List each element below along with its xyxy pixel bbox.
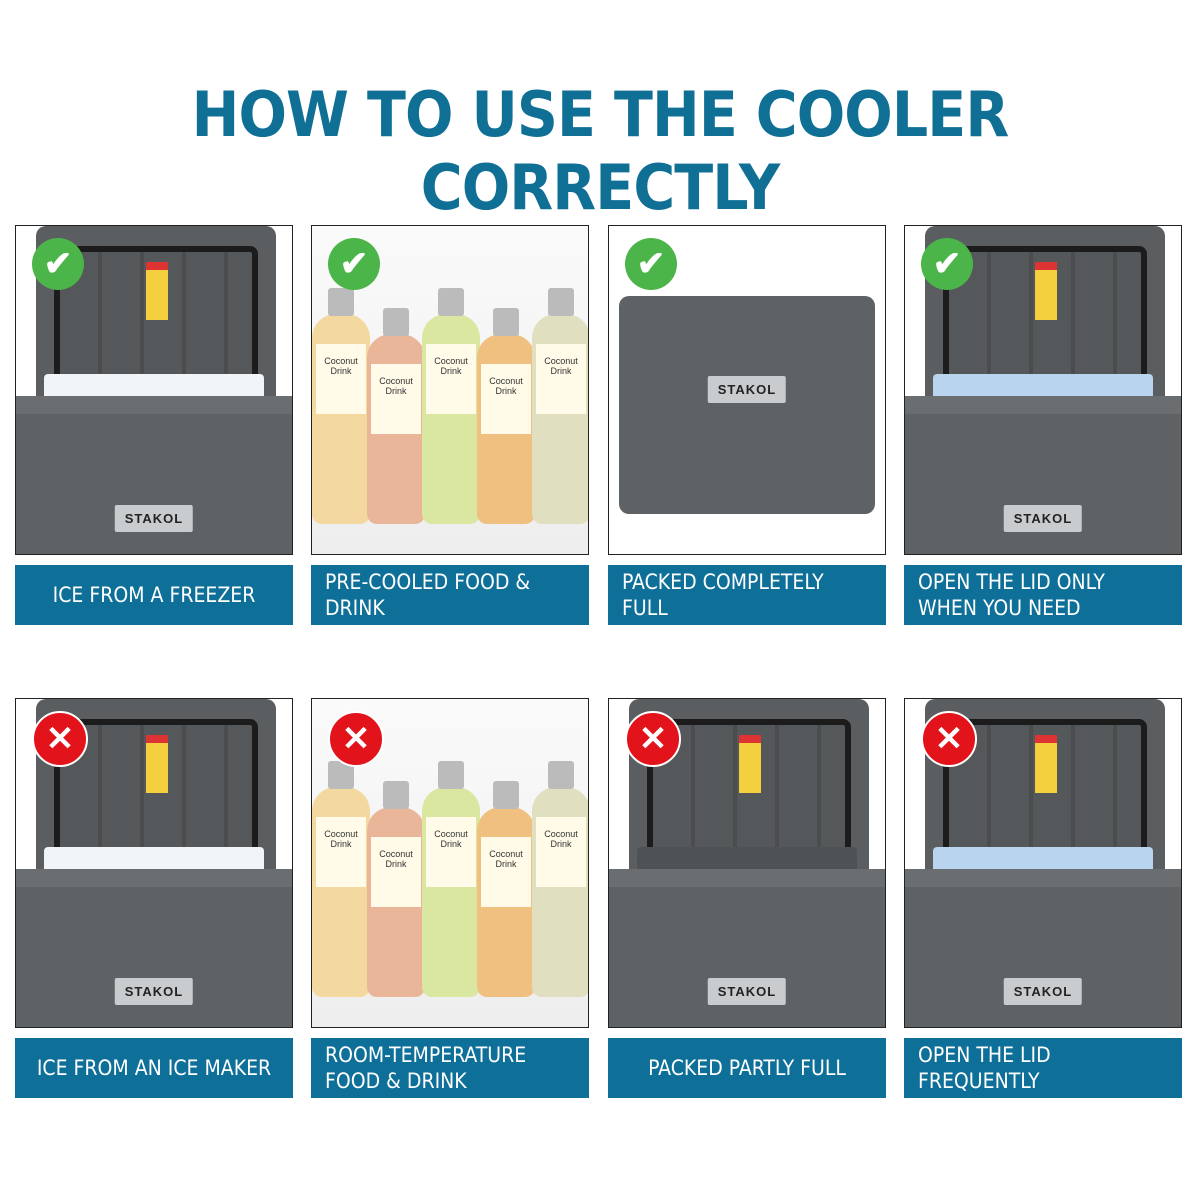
panel-4: STAKOL ✔ OPEN THE LID ONLY WHEN YOU NEED [904,225,1182,625]
panel-7: STAKOL ✕ PACKED PARTLY FULL [608,698,886,1098]
check-icon: ✔ [625,238,677,290]
bottle-label: Coconut Drink [426,344,476,414]
panel-label: OPEN THE LID ONLY WHEN YOU NEED [904,565,1182,625]
brand-plate: STAKOL [707,978,787,1005]
cooler-body: STAKOL [16,869,292,1027]
bottle: Coconut Drink [367,781,425,997]
bottle: Coconut Drink [367,308,425,524]
panel-8: STAKOL ✕ OPEN THE LID FREQUENTLY [904,698,1182,1098]
brand-plate: STAKOL [1003,978,1083,1005]
panel-label: ICE FROM A FREEZER [15,565,293,625]
bottle: Coconut Drink [312,761,370,997]
closed-cooler: STAKOL [619,296,875,514]
panel-label: PACKED PARTLY FULL [608,1038,886,1098]
bottle-label: Coconut Drink [536,344,586,414]
bottle-label: Coconut Drink [536,817,586,887]
panel-label: PRE-COOLED FOOD & DRINK [311,565,589,625]
brand-plate: STAKOL [114,978,194,1005]
bottle-label: Coconut Drink [371,837,421,907]
warning-sticker [1035,735,1057,793]
check-icon: ✔ [328,238,380,290]
panel-image: STAKOL ✕ [15,698,293,1028]
panel-3: STAKOL ✔ PACKED COMPLETELY FULL [608,225,886,625]
check-icon: ✔ [32,238,84,290]
brand-plate: STAKOL [114,505,194,532]
brand-plate: STAKOL [707,376,787,403]
warning-sticker [1035,262,1057,320]
warning-sticker [146,262,168,320]
cooler-body: STAKOL [16,396,292,554]
panel-label: OPEN THE LID FREQUENTLY [904,1038,1182,1098]
cross-icon: ✕ [32,711,88,767]
bottle: Coconut Drink [532,288,588,524]
cross-icon: ✕ [625,711,681,767]
check-icon: ✔ [921,238,973,290]
cross-icon: ✕ [328,711,384,767]
panel-image: STAKOL ✔ [608,225,886,555]
cooler-body: STAKOL [905,396,1181,554]
panel-image: STAKOL ✕ [608,698,886,1028]
cross-icon: ✕ [921,711,977,767]
bottle-label: Coconut Drink [426,817,476,887]
bottle-label: Coconut Drink [316,344,366,414]
brand-plate: STAKOL [1003,505,1083,532]
bottle: Coconut Drink [532,761,588,997]
bottle: Coconut Drink [422,288,480,524]
panel-label: ICE FROM AN ICE MAKER [15,1038,293,1098]
bottle: Coconut Drink [477,308,535,524]
panel-label: PACKED COMPLETELY FULL [608,565,886,625]
panel-image: STAKOL ✕ [904,698,1182,1028]
panel-5: STAKOL ✕ ICE FROM AN ICE MAKER [15,698,293,1098]
cooler-body: STAKOL [609,869,885,1027]
panel-image: STAKOL ✔ [904,225,1182,555]
panel-image: STAKOL ✔ [15,225,293,555]
bottle: Coconut Drink [312,288,370,524]
page-title: HOW TO USE THE COOLER CORRECTLY [191,78,1010,224]
panel-label: ROOM-TEMPERATURE FOOD & DRINK [311,1038,589,1098]
bottle: Coconut Drink [422,761,480,997]
bottle-label: Coconut Drink [481,837,531,907]
bottle-label: Coconut Drink [371,364,421,434]
cooler-body: STAKOL [905,869,1181,1027]
warning-sticker [146,735,168,793]
warning-sticker [739,735,761,793]
panel-1: STAKOL ✔ ICE FROM A FREEZER [15,225,293,625]
bottle-label: Coconut Drink [316,817,366,887]
bottle-label: Coconut Drink [481,364,531,434]
bottle: Coconut Drink [477,781,535,997]
